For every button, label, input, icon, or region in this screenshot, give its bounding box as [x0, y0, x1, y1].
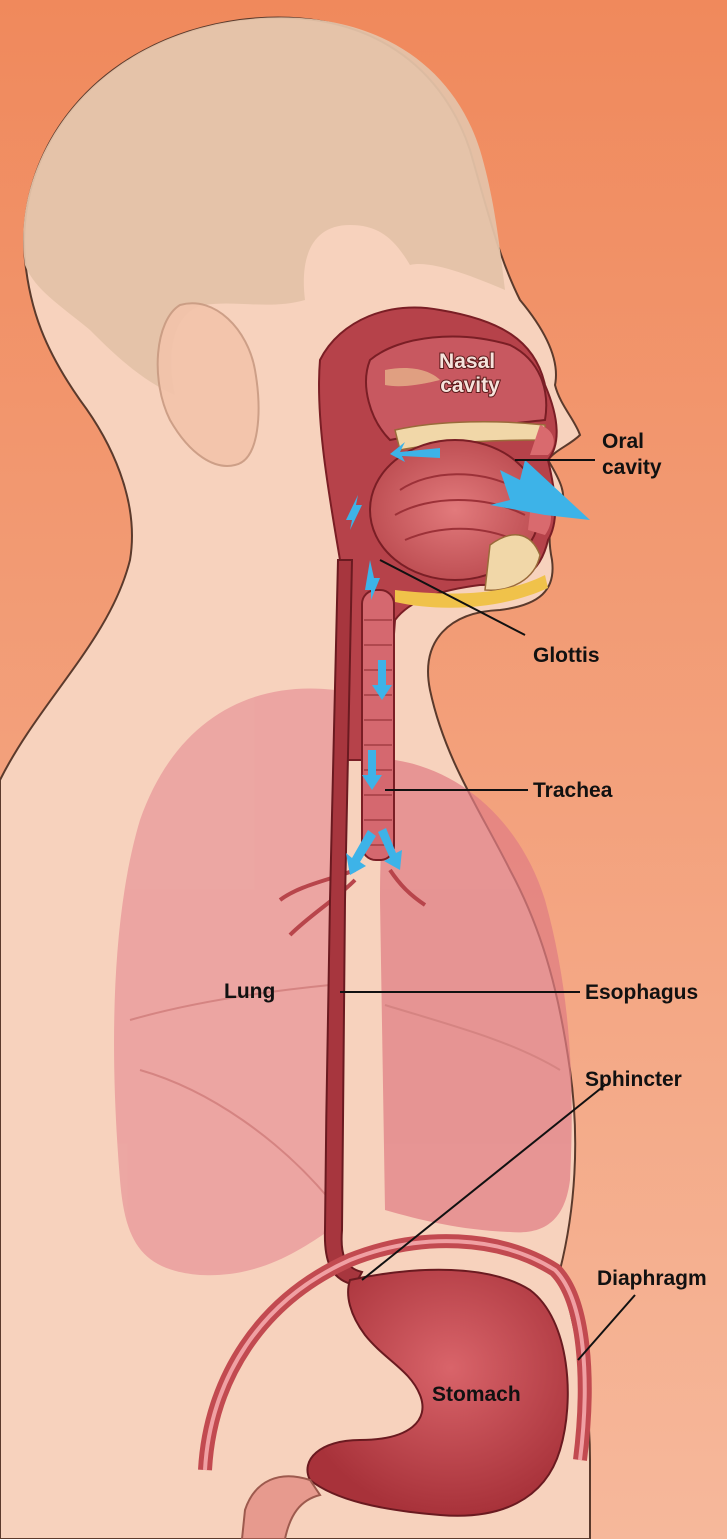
- label-oral-line2: cavity: [602, 456, 662, 479]
- label-oral-line1: Oral: [602, 430, 644, 453]
- label-nasal-line2: cavity: [440, 374, 500, 397]
- label-sphincter: Sphincter: [585, 1068, 682, 1091]
- label-esophagus: Esophagus: [585, 981, 698, 1004]
- label-nasal-line1: Nasal: [439, 350, 495, 373]
- label-lung: Lung: [224, 980, 275, 1003]
- label-stomach: Stomach: [432, 1383, 521, 1406]
- label-nasal-cavity: Nasal cavity: [439, 350, 501, 397]
- label-diaphragm: Diaphragm: [597, 1267, 707, 1290]
- label-trachea: Trachea: [533, 779, 613, 802]
- label-glottis: Glottis: [533, 644, 600, 667]
